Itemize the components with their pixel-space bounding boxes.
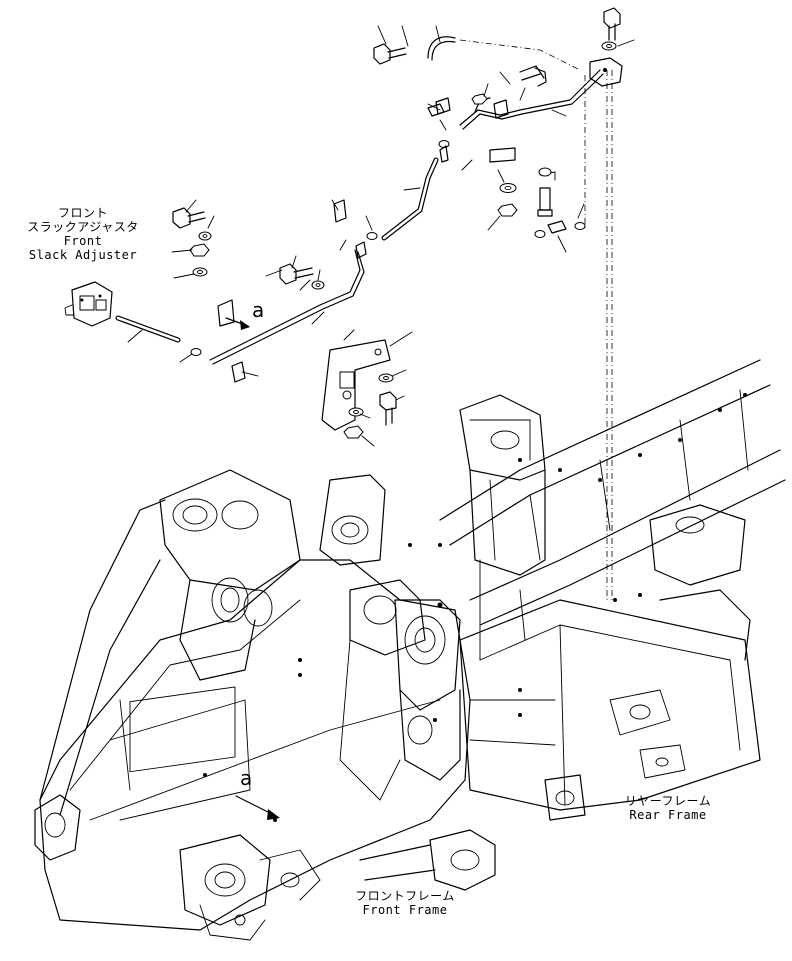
center-lines <box>459 39 613 600</box>
nut-icon <box>189 93 518 439</box>
callout-leaders <box>127 25 635 447</box>
view-ref-upper: a <box>252 298 265 322</box>
front-slack-adjuster-en-line2: Slack Adjuster <box>28 248 138 262</box>
hose-icon <box>115 36 456 343</box>
rear-frame-en: Rear Frame <box>629 808 707 822</box>
front-slack-adjuster-en-line1: Front <box>63 234 103 248</box>
bolt-icon <box>172 7 621 426</box>
front-slack-adjuster-jp-line2: スラックアジャスタ <box>27 220 139 234</box>
clamp-icon <box>231 97 509 383</box>
view-ref-lower: a <box>240 766 253 790</box>
rear-frame-drawing <box>439 359 786 821</box>
front-frame-jp: フロントフレーム <box>355 889 455 903</box>
view-arrow-icon <box>225 317 280 820</box>
front-slack-adjuster-icon <box>64 281 113 327</box>
rear-frame-label: リヤーフレーム Rear Frame <box>608 794 728 822</box>
front-frame-en: Front Frame <box>362 903 448 917</box>
bracket-icon <box>217 57 623 431</box>
front-frame-drawing <box>34 469 496 941</box>
brake-tube-icon <box>209 69 604 365</box>
o-ring-icon <box>190 140 586 356</box>
front-slack-adjuster-label: フロント スラックアジャスタ Front Slack Adjuster <box>8 206 158 262</box>
washer-icon <box>192 41 617 417</box>
front-slack-adjuster-jp-line1: フロント <box>57 206 108 220</box>
rear-frame-jp: リヤーフレーム <box>624 794 712 808</box>
front-frame-label: フロントフレーム Front Frame <box>340 889 470 917</box>
